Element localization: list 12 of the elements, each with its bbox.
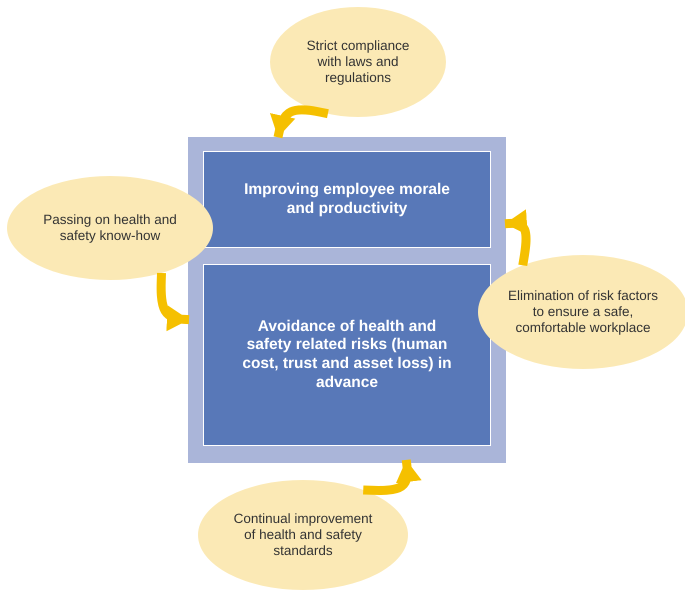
node-text: Elimination of risk factors to ensure a safe, comfortable workplace [506,288,660,336]
node-text: Passing on health and safety know-how [42,212,178,244]
curved-arrow [270,105,329,138]
node-text: Continual improvement of health and safety standards [232,510,374,560]
node-text: Strict compliance with laws and regulations [306,38,410,86]
process-box [203,151,491,248]
node-text: Avoidance of health and safety related risks (human cost, trust and asset loss) in advance [241,318,453,392]
process-box [203,264,491,446]
frame-panel [188,137,506,463]
curved-arrow [504,209,531,266]
node-text: Improving employee morale and productivity [243,180,451,218]
curved-arrow [363,459,422,496]
